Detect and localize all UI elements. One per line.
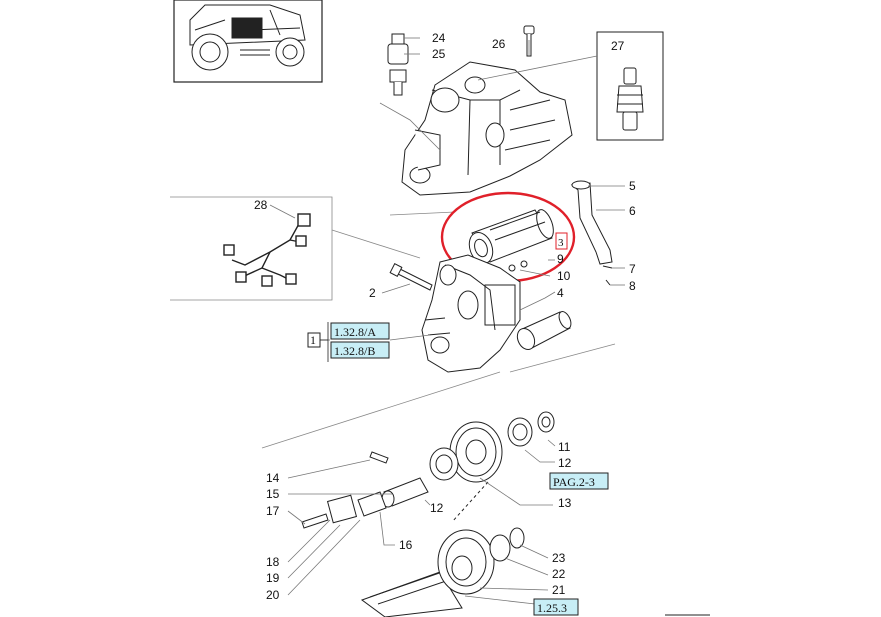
mid-frame-lines: [261, 343, 616, 449]
reference-link-pag-2-3-box[interactable]: [549, 472, 609, 490]
callout-16[interactable]: 16: [399, 538, 413, 552]
reference-link-pag-2-3[interactable]: PAG.2-3: [553, 475, 595, 489]
callout-1[interactable]: 1: [310, 333, 316, 347]
wiring-harness-part-28[interactable]: [223, 213, 311, 287]
callout-14[interactable]: 14: [266, 471, 280, 485]
gear-assembly-upper[interactable]: [429, 411, 555, 483]
callout-25[interactable]: 25: [432, 47, 446, 61]
callout-7[interactable]: 7: [629, 262, 636, 276]
callout-10[interactable]: 10: [557, 269, 571, 283]
dashed-connector: [451, 481, 489, 523]
tractor-thumbnail[interactable]: [173, 0, 323, 83]
callout-24[interactable]: 24: [432, 31, 446, 45]
callout-labels: 24 25 26 27 28 5 6 3 9 10 7 8 4 2 11 12 …: [254, 31, 636, 602]
reference-link-1-32-8-b-box[interactable]: [330, 341, 390, 359]
upper-housing[interactable]: [401, 61, 573, 196]
callout-4[interactable]: 4: [557, 286, 564, 300]
callout-12-upper[interactable]: 12: [558, 456, 572, 470]
reference-link-1-32-8-a[interactable]: 1.32.8/A: [334, 325, 376, 339]
section-frame-lines: [170, 196, 456, 301]
callout-15[interactable]: 15: [266, 487, 280, 501]
lower-housing[interactable]: [421, 254, 521, 373]
callout-8[interactable]: 8: [629, 279, 636, 293]
valve-part-24-25[interactable]: [387, 33, 409, 96]
callout-27[interactable]: 27: [611, 39, 625, 53]
shaft-parts-14-16[interactable]: [301, 451, 429, 529]
callout-22[interactable]: 22: [552, 567, 566, 581]
filter-part-4[interactable]: [514, 310, 573, 353]
callout-12-lower[interactable]: 12: [430, 501, 444, 515]
gear-assembly-lower[interactable]: [360, 527, 525, 617]
filter-part-3[interactable]: [465, 208, 557, 267]
callout-13[interactable]: 13: [558, 496, 572, 510]
bolt-part-2[interactable]: [389, 263, 433, 291]
callout-6[interactable]: 6: [629, 204, 636, 218]
leader-lines: [269, 37, 625, 605]
callout-3[interactable]: 3: [558, 237, 564, 249]
callout-11[interactable]: 11: [558, 440, 571, 454]
callout-26[interactable]: 26: [492, 37, 506, 51]
callout-2[interactable]: 2: [369, 286, 376, 300]
callout-23[interactable]: 23: [552, 551, 566, 565]
reference-link-1-32-8-b[interactable]: 1.32.8/B: [334, 344, 375, 358]
callout-18[interactable]: 18: [266, 555, 280, 569]
pipe-part-5-6[interactable]: [570, 180, 613, 286]
callout-17[interactable]: 17: [266, 504, 280, 518]
callout-19[interactable]: 19: [266, 571, 280, 585]
callout-20[interactable]: 20: [266, 588, 280, 602]
screw-part-9[interactable]: [508, 260, 528, 272]
reference-link-1-25-3-box[interactable]: [533, 598, 579, 616]
ref-1-25-3-group: 1.25.3: [533, 598, 579, 616]
pag-reference-group: PAG.2-3: [549, 472, 609, 490]
callout-5[interactable]: 5: [629, 179, 636, 193]
callout-21[interactable]: 21: [552, 583, 566, 597]
callout-9[interactable]: 9: [557, 252, 564, 266]
reference-link-1-32-8-a-box[interactable]: [330, 322, 390, 340]
part-27-inset[interactable]: [596, 31, 664, 141]
reference-link-1-25-3[interactable]: 1.25.3: [537, 601, 567, 615]
callout-28[interactable]: 28: [254, 198, 268, 212]
part-1-reference-group: 1 1.32.8/A 1.32.8/B: [307, 322, 390, 362]
part-3-marker-box[interactable]: [555, 232, 568, 250]
